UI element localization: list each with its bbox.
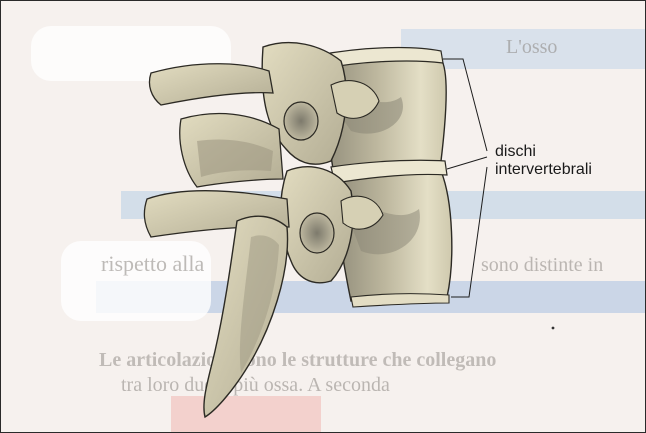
svg-text:tra loro due o più ossa. A sec: tra loro due o più ossa. A seconda xyxy=(121,374,390,396)
lower-foramen xyxy=(300,213,334,253)
svg-text:sono distinte in: sono distinte in xyxy=(481,254,603,276)
svg-text:rispetto alla: rispetto alla xyxy=(101,251,204,276)
pink-smudge xyxy=(171,396,321,432)
svg-text:Le articolazioni sono le strut: Le articolazioni sono le strutture che c… xyxy=(99,349,496,371)
callout-line-2: intervertebrali xyxy=(495,161,592,179)
speck xyxy=(552,327,555,330)
callout-label-intervertebral-discs: dischi intervertebrali xyxy=(495,143,592,179)
svg-text:L'osso: L'osso xyxy=(506,36,557,58)
upper-foramen xyxy=(284,102,318,140)
callout-line-1: dischi xyxy=(495,143,592,161)
